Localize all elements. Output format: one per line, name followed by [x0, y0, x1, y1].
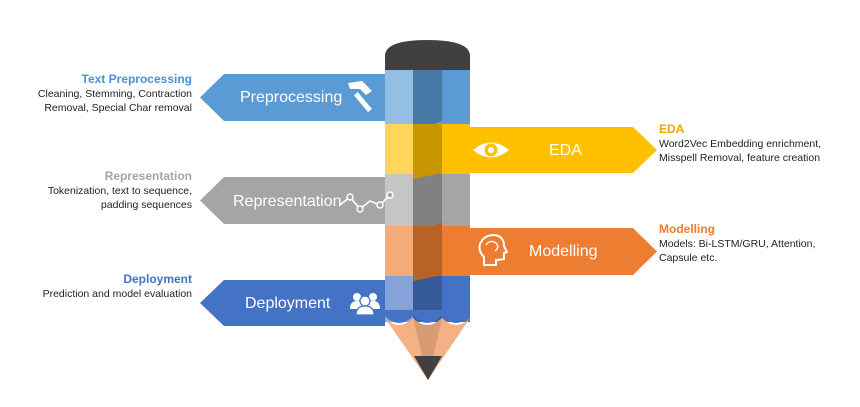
note-title: Representation	[104, 169, 192, 183]
arrow-label-preprocessing: Preprocessing	[240, 89, 343, 106]
arrow-fold-eda	[413, 121, 442, 179]
pencil-band-preprocessing-left	[385, 70, 413, 124]
note-description: Word2Vec Embedding enrichment, Misspell …	[659, 138, 822, 164]
note-text-preprocessing: Text Preprocessing Cleaning, Stemming, C…	[0, 72, 192, 115]
note-title: Deployment	[123, 272, 192, 286]
pencil-eraser	[385, 40, 470, 70]
arrow-label-representation: Representation	[233, 193, 342, 210]
pencil-band-modelling-left	[385, 226, 413, 276]
note-description: Cleaning, Stemming, Contraction Removal,…	[37, 88, 192, 114]
arrow-label-modelling: Modelling	[529, 243, 598, 260]
pencil-band-representation-right	[442, 174, 470, 226]
eye-icon	[473, 142, 509, 158]
arrow-preprocessing	[200, 74, 385, 121]
team-icon	[350, 293, 380, 316]
arrow-label-deployment: Deployment	[245, 295, 331, 312]
hammer-icon	[348, 81, 372, 113]
note-title: Modelling	[659, 222, 715, 236]
note-description: Tokenization, text to sequence, padding …	[47, 185, 192, 211]
pencil-wood-shade	[413, 318, 442, 380]
note-deployment: Deployment Prediction and model evaluati…	[0, 272, 192, 301]
note-modelling: Modelling Models: Bi-LSTM/GRU, Attention…	[659, 222, 854, 265]
arrow-fold-modelling	[413, 222, 442, 281]
line-chart-icon	[339, 191, 394, 213]
pencil-band-preprocessing-middle	[413, 70, 442, 124]
pencil-band-preprocessing-right	[442, 70, 470, 124]
note-title: Text Preprocessing	[81, 72, 192, 86]
note-description: Models: Bi-LSTM/GRU, Attention, Capsule …	[659, 238, 816, 264]
note-description: Prediction and model evaluation	[42, 288, 192, 300]
note-representation: Representation Tokenization, text to seq…	[0, 169, 192, 212]
pencil-band-representation-middle	[413, 174, 442, 226]
arrow-eda	[442, 127, 657, 173]
head-icon	[478, 233, 509, 266]
arrow-deployment	[200, 280, 385, 326]
pencil-ferrule	[385, 310, 470, 323]
arrow-label-eda: EDA	[549, 142, 582, 159]
note-title: EDA	[659, 122, 685, 136]
note-eda: EDA Word2Vec Embedding enrichment, Missp…	[659, 122, 854, 165]
pencil-band-representation-left	[385, 174, 413, 226]
pencil-band-eda-left	[385, 124, 413, 174]
pencil-tip	[414, 356, 442, 380]
arrow-representation	[200, 177, 385, 224]
